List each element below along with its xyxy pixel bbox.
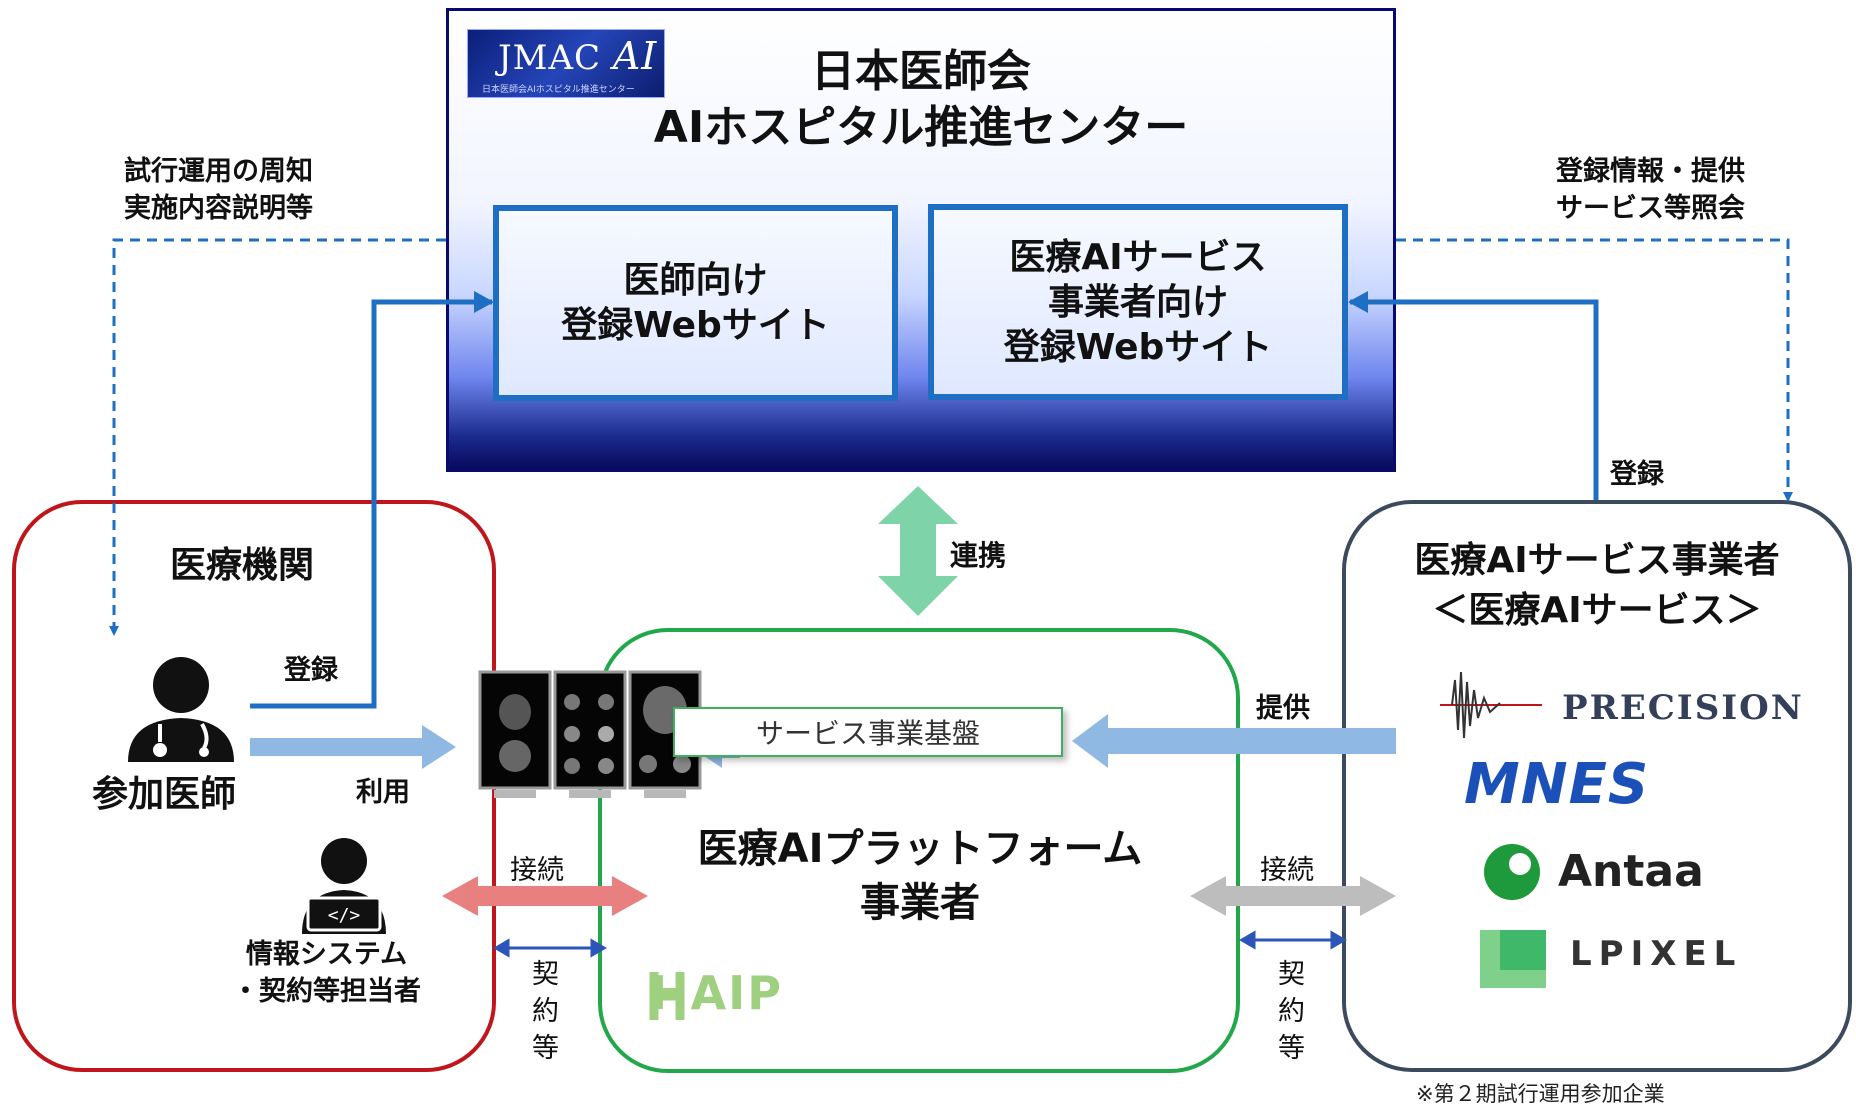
logo-ai: AI <box>612 34 658 78</box>
contract-left-label: 契 約 等 <box>532 956 559 1067</box>
center-title-line2: AIホスピタル推進センター <box>653 102 1189 153</box>
service-base-box: サービス事業基盤 <box>673 707 1063 757</box>
precision-logo-mark <box>1440 671 1542 739</box>
doctor-site-line1: 医師向け <box>623 260 768 301</box>
provide-label: 提供 <box>1256 693 1310 724</box>
platform-title-line1: 医療AIプラットフォーム <box>697 826 1143 872</box>
service-base-label: サービス事業基盤 <box>755 717 980 750</box>
platform-vendor-box <box>598 628 1240 1073</box>
connect-right-arrow <box>1190 876 1396 916</box>
antaa-logo-mark <box>1484 844 1540 900</box>
ai-vendor-title-line1: 医療AIサービス事業者 <box>1414 540 1780 581</box>
developer-icon: </> <box>302 838 386 934</box>
connect-right-label: 接続 <box>1260 855 1314 886</box>
vendor-register-label: 登録 <box>1610 459 1664 490</box>
vendor-register-line <box>1348 291 1599 500</box>
ct-monitor-icon <box>478 670 702 798</box>
doctor-register-line <box>250 291 494 709</box>
ai-vendor-title-line2: ＜医療AIサービス＞ <box>1432 590 1762 631</box>
right-note-line1: 登録情報・提供 <box>1556 156 1745 187</box>
link-arrow <box>878 486 958 616</box>
contract-right-char1: 契 <box>1278 959 1305 990</box>
center-title-line1: 日本医師会 <box>811 46 1031 97</box>
it-staff-line1: 情報システム <box>245 939 408 970</box>
hospital-title: 医療機関 <box>170 545 315 586</box>
lpixel-logo-mark <box>1480 930 1546 988</box>
doctor-label: 参加医師 <box>92 774 237 815</box>
ai-vendor-box <box>1342 500 1852 1072</box>
connect-left-arrow <box>442 876 648 916</box>
contract-right-label: 契 約 等 <box>1278 956 1305 1067</box>
contract-right-char3: 等 <box>1278 1033 1305 1064</box>
doctor-register-label: 登録 <box>284 655 338 686</box>
vendor-site-line1: 医療AIサービス <box>1009 236 1267 278</box>
vendor-registration-site[interactable]: 医療AIサービス事業者向け登録Webサイト <box>928 204 1348 400</box>
logo-main: JMAC <box>498 38 602 78</box>
center-title: 日本医師会 AIホスピタル推進センター <box>446 44 1396 156</box>
vendor-site-line3: 登録Webサイト <box>1003 326 1273 368</box>
link-label: 連携 <box>950 539 1007 572</box>
contract-left-char1: 契 <box>532 959 559 990</box>
right-top-note: 登録情報・提供 サービス等照会 <box>1556 153 1745 227</box>
company-antaa: Antaa <box>1558 846 1704 897</box>
company-mnes: MNES <box>1464 752 1650 817</box>
contract-left-char3: 等 <box>532 1033 559 1064</box>
left-top-note: 試行運用の周知 実施内容説明等 <box>124 153 313 227</box>
haip-logo: HAIP <box>650 966 783 1020</box>
left-note-line2: 実施内容説明等 <box>124 193 313 224</box>
footnote: ※第２期試行運用参加企業 <box>1416 1082 1665 1106</box>
ai-vendor-title: 医療AIサービス事業者 ＜医療AIサービス＞ <box>1342 536 1852 636</box>
dashed-line-left <box>109 238 446 636</box>
logo-sub: 日本医師会AIホスピタル推進センター <box>482 85 635 95</box>
use-arrow <box>250 725 456 769</box>
dashed-line-right <box>1396 238 1793 502</box>
haip-logo-mark <box>649 972 685 1020</box>
svg-text:</>: </> <box>328 905 361 926</box>
company-lpixel: LPIXEL <box>1570 934 1743 974</box>
company-precision: PRECISION <box>1562 688 1804 728</box>
doctor-icon <box>128 657 234 762</box>
contract-left-arrow <box>493 938 607 958</box>
contract-right-char2: 約 <box>1278 996 1305 1027</box>
contract-right-arrow <box>1239 930 1347 950</box>
platform-title-line2: 事業者 <box>860 880 980 926</box>
it-staff-label: 情報システム ・契約等担当者 <box>232 936 421 1010</box>
doctor-registration-site[interactable]: 医師向け登録Webサイト <box>493 205 898 401</box>
provide-arrow <box>1072 714 1396 768</box>
doctor-site-line2: 登録Webサイト <box>561 305 830 346</box>
vendor-site-line2: 事業者向け <box>1047 281 1228 323</box>
platform-vendor-title: 医療AIプラットフォーム 事業者 <box>640 822 1200 930</box>
contract-left-char2: 約 <box>532 996 559 1027</box>
use-label: 利用 <box>356 777 410 808</box>
right-note-line2: サービス等照会 <box>1556 193 1745 224</box>
left-note-line1: 試行運用の周知 <box>124 156 313 187</box>
it-staff-line2: ・契約等担当者 <box>232 976 421 1007</box>
jmac-ai-logo: JMAC AI 日本医師会AIホスピタル推進センター <box>467 29 665 98</box>
connect-left-label: 接続 <box>510 855 564 886</box>
